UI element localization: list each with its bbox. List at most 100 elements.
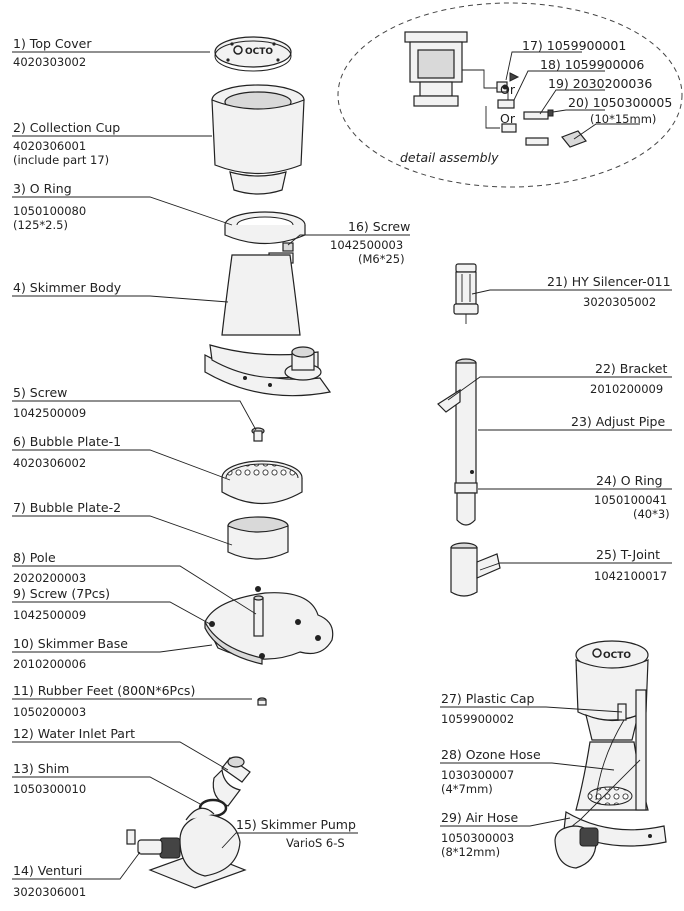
leader-12 xyxy=(12,741,229,771)
part-labels: 1) Top Cover 4020303002 2) Collection Cu… xyxy=(12,36,672,899)
note-20: (10*15mm) xyxy=(590,112,656,126)
code-t-joint: 1042100017 xyxy=(594,569,667,583)
code-o-ring-3: 1050100080 xyxy=(13,204,86,218)
leader-5 xyxy=(12,400,257,431)
detail-assembly-callout: 17) 1059900001 18) 1059900006 Or 19) 203… xyxy=(337,2,683,188)
label-17: 17) 1059900001 xyxy=(522,38,626,53)
code-plastic-cap: 1059900002 xyxy=(441,712,514,726)
label-skimmer-pump: 15) Skimmer Pump xyxy=(236,817,356,832)
label-screw-5: 5) Screw xyxy=(13,385,67,400)
label-18: 18) 1059900006 xyxy=(540,57,644,72)
code-collection-cup: 4020306001 xyxy=(13,139,86,153)
code-skimmer-pump: VarioS 6-S xyxy=(286,836,345,850)
leader-3 xyxy=(12,196,233,226)
code-venturi: 3020306001 xyxy=(13,885,86,899)
code-shim: 1050300010 xyxy=(13,782,86,796)
leader-22 xyxy=(447,376,672,401)
label-bubble-plate-1: 6) Bubble Plate-1 xyxy=(13,434,121,449)
part-rubber-feet-drawing xyxy=(257,697,267,706)
leader-21 xyxy=(471,289,672,295)
code-skimmer-base: 2010200006 xyxy=(13,657,86,671)
label-collection-cup: 2) Collection Cup xyxy=(13,120,120,135)
or-label-1: Or xyxy=(500,82,516,97)
label-venturi: 14) Venturi xyxy=(13,863,82,878)
leader-10 xyxy=(12,644,213,653)
code-top-cover: 4020303002 xyxy=(13,55,86,69)
leader-6 xyxy=(12,449,231,481)
leader-9 xyxy=(12,601,211,625)
code-pole: 2020200003 xyxy=(13,571,86,585)
leader-20b xyxy=(573,123,640,140)
label-silencer: 21) HY Silencer-011 xyxy=(547,274,671,289)
note-air-hose: (8*12mm) xyxy=(441,845,500,859)
code-bubble-plate-1: 4020306002 xyxy=(13,456,86,470)
part-o-ring-drawing xyxy=(224,211,306,245)
label-skimmer-base: 10) Skimmer Base xyxy=(13,636,128,651)
code-air-hose: 1050300003 xyxy=(441,831,514,845)
detail-outline xyxy=(337,2,683,188)
code-screw-16: 1042500003 xyxy=(330,238,403,252)
note-collection-cup: (include part 17) xyxy=(13,153,109,167)
leader-25 xyxy=(479,562,672,571)
label-screw-16: 16) Screw xyxy=(348,219,410,234)
label-pole: 8) Pole xyxy=(13,550,56,565)
label-top-cover: 1) Top Cover xyxy=(13,36,92,51)
part-top-cover-drawing: OCTO xyxy=(214,36,292,72)
label-bubble-plate-2: 7) Bubble Plate-2 xyxy=(13,500,121,515)
label-o-ring-24: 24) O Ring xyxy=(596,473,663,488)
label-screw-9: 9) Screw (7Pcs) xyxy=(13,586,110,601)
part-water-inlet-drawing xyxy=(212,756,251,807)
part-bubble-plate-1-drawing xyxy=(221,460,303,505)
note-ozone-hose: (4*7mm) xyxy=(441,782,493,796)
leader-27 xyxy=(440,706,623,713)
note-o-ring-3: (125*2.5) xyxy=(13,218,68,232)
part-pump-drawing xyxy=(126,807,247,889)
code-bracket: 2010200009 xyxy=(590,382,663,396)
leader-4 xyxy=(12,295,229,303)
leader-29 xyxy=(440,817,571,827)
or-label-2: Or xyxy=(500,111,516,126)
part-screw-5-drawing xyxy=(251,427,265,442)
label-water-inlet: 12) Water Inlet Part xyxy=(13,726,135,741)
label-adjust-pipe: 23) Adjust Pipe xyxy=(571,414,665,429)
leader-17 xyxy=(505,51,582,81)
label-bracket: 22) Bracket xyxy=(595,361,667,376)
note-o-ring-24: (40*3) xyxy=(633,507,670,521)
label-plastic-cap: 27) Plastic Cap xyxy=(441,691,535,706)
assembled-skimmer-drawing: OCTO xyxy=(554,640,667,869)
label-rubber-feet: 11) Rubber Feet (800N*6Pcs) xyxy=(13,683,195,698)
detail-caption: detail assembly xyxy=(400,150,499,165)
leader-16 xyxy=(287,234,410,246)
part-collection-cup-drawing xyxy=(211,84,305,195)
code-o-ring-24: 1050100041 xyxy=(594,493,667,507)
detail-cup-drawing xyxy=(404,31,496,107)
label-air-hose: 29) Air Hose xyxy=(441,810,518,825)
part-bubble-plate-2-drawing xyxy=(227,516,289,560)
part-skimmer-body-drawing xyxy=(204,254,332,397)
part-skimmer-base-drawing xyxy=(204,586,334,665)
note-screw-16: (M6*25) xyxy=(358,252,405,266)
code-screw-5: 1042500009 xyxy=(13,406,86,420)
leader-19 xyxy=(539,89,605,115)
octo-logo-assembled: OCTO xyxy=(603,651,631,661)
label-shim: 13) Shim xyxy=(13,761,69,776)
leader-18 xyxy=(513,70,605,101)
leader-8 xyxy=(12,565,257,615)
label-o-ring-3: 3) O Ring xyxy=(13,181,72,196)
leader-14 xyxy=(12,851,141,880)
part-silencer-drawing xyxy=(453,263,479,324)
code-ozone-hose: 1030300007 xyxy=(441,768,514,782)
leader-7 xyxy=(12,515,233,546)
label-19: 19) 2030200036 xyxy=(548,76,652,91)
leader-28 xyxy=(440,762,615,771)
part-t-joint-drawing xyxy=(450,542,501,597)
label-ozone-hose: 28) Ozone Hose xyxy=(441,747,541,762)
code-silencer: 3020305002 xyxy=(583,295,656,309)
leader-13 xyxy=(12,776,203,806)
code-rubber-feet: 1050200003 xyxy=(13,705,86,719)
octo-logo-top: OCTO xyxy=(245,47,273,57)
leader-15 xyxy=(221,832,358,849)
leader-20 xyxy=(552,109,605,113)
label-20: 20) 1050300005 xyxy=(568,95,672,110)
